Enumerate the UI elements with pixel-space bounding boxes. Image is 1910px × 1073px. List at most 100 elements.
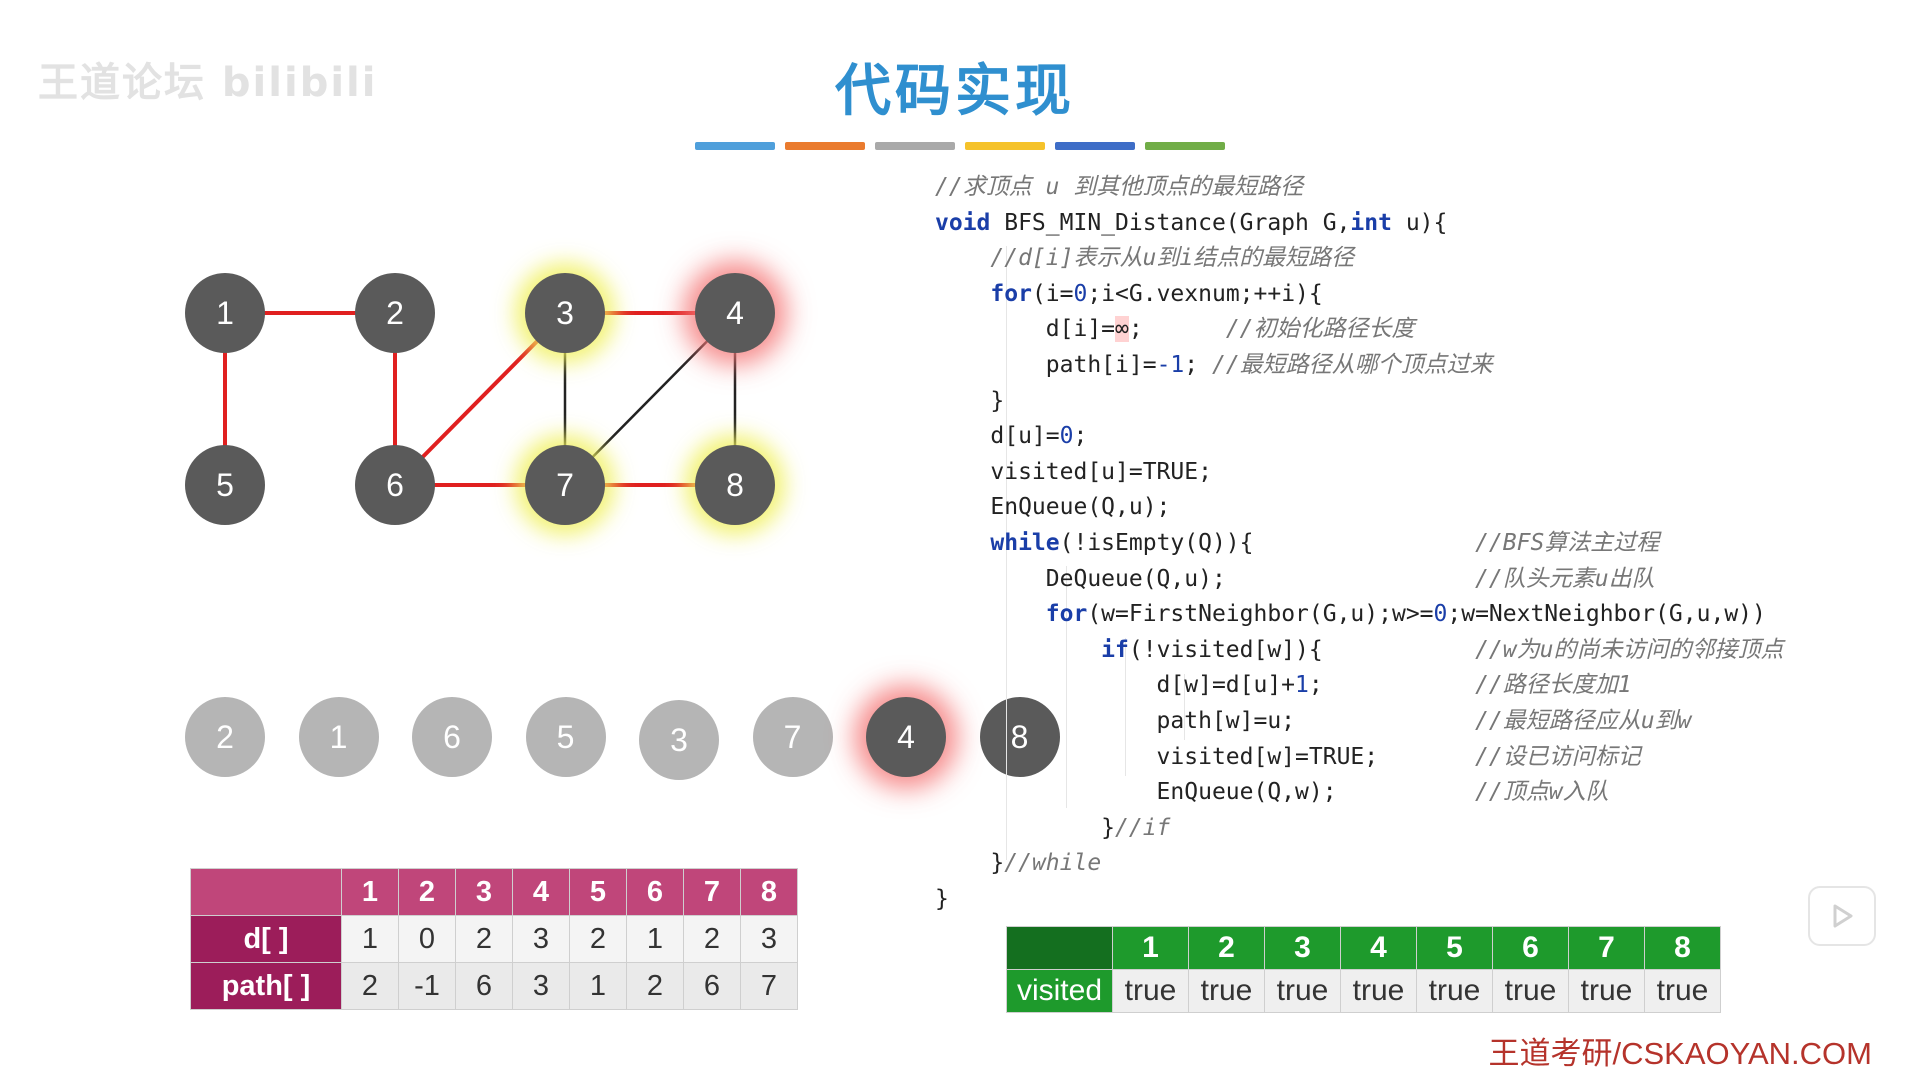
table-cell: -1 — [398, 962, 456, 1010]
table-header-cell: 6 — [626, 868, 684, 916]
visited-header-cell: 3 — [1264, 926, 1341, 970]
code-line: path[w]=u; //最短路径应从u到w — [935, 707, 1692, 734]
queue-item: 1 — [298, 697, 379, 777]
indent-guide — [1125, 638, 1126, 776]
graph-node-2: 2 — [355, 273, 435, 353]
code-line: for(w=FirstNeighbor(G,u);w>=0;w=NextNeig… — [1045, 601, 1766, 628]
queue-item: 7 — [752, 697, 833, 777]
visited-cell: true — [1416, 969, 1493, 1013]
visited-row-label: visited — [1006, 969, 1113, 1013]
code-line: } — [935, 387, 1005, 414]
visited-cell: true — [1492, 969, 1569, 1013]
queue-item: 8 — [979, 697, 1060, 777]
table-header-cell: 7 — [683, 868, 741, 916]
indent-guide — [1066, 566, 1067, 808]
visited-header-cell: 2 — [1188, 926, 1265, 970]
code-line: visited[w]=TRUE; //设已访问标记 — [935, 743, 1641, 770]
visited-header-cell: 7 — [1568, 926, 1645, 970]
visited-header-cell: 4 — [1340, 926, 1417, 970]
code-line: } — [935, 885, 949, 912]
indent-guide — [1184, 674, 1185, 740]
table-cell: 3 — [740, 915, 798, 963]
visited-cell: true — [1644, 969, 1721, 1013]
indent-guide — [1006, 246, 1007, 860]
visited-cell: true — [1340, 969, 1417, 1013]
code-line: visited[u]=TRUE; — [935, 458, 1212, 485]
visited-cell: true — [1188, 969, 1265, 1013]
code-line: }//if — [935, 814, 1171, 841]
code-line: EnQueue(Q,u); — [935, 494, 1171, 521]
table-corner — [1006, 926, 1113, 970]
code-line: void BFS_MIN_Distance(Graph G,int u){ — [935, 209, 1448, 236]
queue-item: 2 — [185, 697, 265, 777]
visited-header-cell: 6 — [1492, 926, 1569, 970]
code-line: path[i]=-1; //最短路径从哪个顶点过来 — [935, 351, 1493, 378]
table-cell: 3 — [512, 962, 570, 1010]
play-icon — [1833, 904, 1853, 928]
table-header-cell: 8 — [740, 868, 798, 916]
code-block: //求顶点 u 到其他顶点的最短路径 void BFS_MIN_Distance(… — [935, 170, 1783, 917]
table-row-label: d[ ] — [190, 915, 342, 963]
code-line: //求顶点 u 到其他顶点的最短路径 — [935, 174, 1304, 200]
code-line: for(i=0;i<G.vexnum;++i){ — [990, 280, 1323, 307]
graph-node-4: 4 — [695, 273, 775, 353]
table-header-cell: 3 — [455, 868, 513, 916]
table-header-cell: 4 — [512, 868, 570, 916]
visited-cell: true — [1568, 969, 1645, 1013]
table-cell: 0 — [398, 915, 456, 963]
visited-header-cell: 8 — [1644, 926, 1721, 970]
visited-header-cell: 5 — [1416, 926, 1493, 970]
code-line: d[w]=d[u]+1; //路径长度加1 — [935, 672, 1632, 699]
code-line: DeQueue(Q,u); //队头元素u出队 — [935, 565, 1655, 592]
color-bar — [695, 142, 775, 150]
table-cell: 1 — [569, 962, 627, 1010]
table-cell: 6 — [683, 962, 741, 1010]
table-row-label: path[ ] — [190, 962, 342, 1010]
code-line: while(!isEmpty(Q)){ //BFS算法主过程 — [990, 529, 1660, 556]
table-cell: 2 — [341, 962, 399, 1010]
code-line: if(!visited[w]){ //w为u的尚未访问的邻接顶点 — [1101, 636, 1784, 663]
visited-header-cell: 1 — [1112, 926, 1189, 970]
table-cell: 1 — [626, 915, 684, 963]
color-bar — [785, 142, 865, 150]
table-header-cell: 5 — [569, 868, 627, 916]
graph-node-1: 1 — [185, 273, 265, 353]
queue-item: 3 — [639, 700, 719, 780]
graph-node-5: 5 — [185, 445, 265, 525]
table-corner — [190, 868, 342, 916]
graph-node-8: 8 — [695, 445, 775, 525]
table-cell: 2 — [455, 915, 513, 963]
site-credit: 王道考研/CSKAOYAN.COM — [1488, 1036, 1872, 1071]
table-cell: 2 — [683, 915, 741, 963]
graph-node-3: 3 — [525, 273, 605, 353]
table-cell: 2 — [569, 915, 627, 963]
code-line: }//while — [935, 850, 1102, 877]
code-line: //d[i]表示从u到i结点的最短路径 — [990, 245, 1355, 272]
visited-cell: true — [1112, 969, 1189, 1013]
visited-cell: true — [1264, 969, 1341, 1013]
color-bar — [965, 142, 1045, 150]
queue-item: 6 — [412, 697, 492, 777]
code-line: EnQueue(Q,w); //顶点w入队 — [935, 779, 1609, 806]
queue-item: 4 — [866, 697, 946, 777]
table-cell: 7 — [740, 962, 798, 1010]
table-header-cell: 1 — [341, 868, 399, 916]
table-header-cell: 2 — [398, 868, 456, 916]
table-cell: 2 — [626, 962, 684, 1010]
watermark: 王道论坛 bilibili — [38, 60, 378, 106]
graph-node-6: 6 — [355, 445, 435, 525]
graph-node-7: 7 — [525, 445, 605, 525]
page-title: 代码实现 — [835, 59, 1075, 124]
table-cell: 3 — [512, 915, 570, 963]
color-bar — [1055, 142, 1135, 150]
color-bar — [875, 142, 955, 150]
code-line: d[i]=∞; //初始化路径长度 — [935, 316, 1415, 343]
color-bar — [1145, 142, 1225, 150]
queue-item: 5 — [525, 697, 606, 777]
table-cell: 6 — [455, 962, 513, 1010]
play-button[interactable] — [1808, 886, 1876, 946]
table-cell: 1 — [341, 915, 399, 963]
